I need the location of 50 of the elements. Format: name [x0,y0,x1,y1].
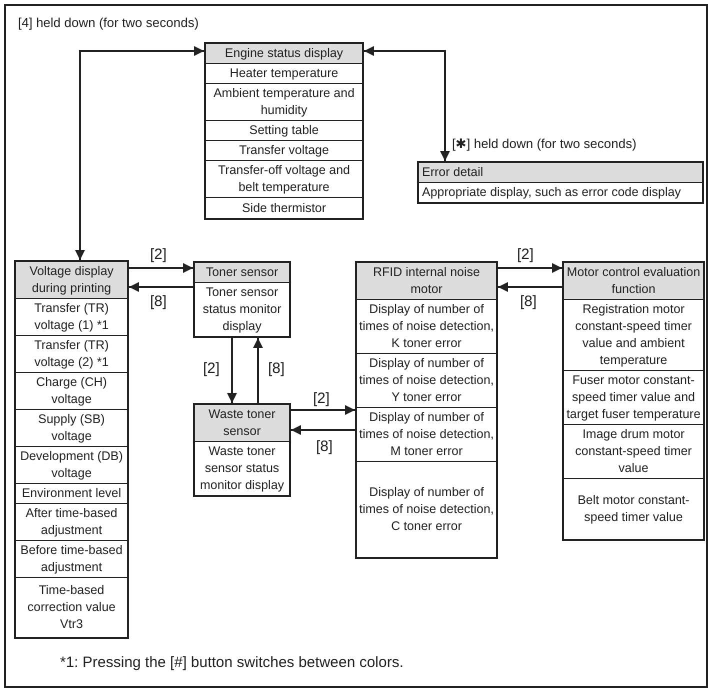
table-box [355,261,498,559]
table-box [417,161,704,204]
table-row: Development (DB) voltage [16,446,127,483]
edge-label: [2] [313,390,330,408]
table-row: Transfer (TR) voltage (1) *1 [16,298,127,335]
table-row: Fuser motor constant-speed timer value and target fuser temperature [564,370,703,424]
table-row: Transfer voltage [206,140,362,160]
arrow [291,425,355,435]
arrow [498,263,562,273]
edge-label: [2] [150,246,167,264]
table-box [193,261,291,338]
table-header: Motor control evaluation function [564,263,703,299]
table-row: Setting table [206,120,362,140]
arrow [75,46,204,260]
arrow [364,46,450,161]
edge-label: [2] [517,246,534,264]
table-row: Transfer (TR) voltage (2) *1 [16,335,127,372]
table-row: Heater temperature [206,63,362,83]
edge-label: [8] [268,360,285,378]
edge-label: [8] [520,293,537,311]
table-header: Waste toner sensor [195,405,289,441]
table-header: Toner sensor [195,263,289,282]
table-row: Appropriate display, such as error code display [419,182,702,202]
table-row: Waste toner sensor status monitor display [195,441,289,495]
table-row: Registration motor constant-speed timer value and ambient temperature [564,299,703,370]
table-row: Ambient temperature and humidity [206,83,362,120]
arrow [253,338,263,403]
arrow [227,338,237,403]
caption: *1: Pressing the [#] button switches between colors. [60,654,404,671]
table-box [204,42,364,220]
table-row: Transfer-off voltage and belt temperature [206,160,362,197]
table-row: Toner sensor status monitor display [195,282,289,336]
arrow [498,282,562,292]
edge-label: [8] [150,293,167,311]
table-row: Supply (SB) voltage [16,409,127,446]
arrow [129,282,193,292]
table-header: Voltage display during printing [16,262,127,298]
table-row: After time-based adjustment [16,503,127,540]
table-header: Error detail [419,163,702,182]
edge-label: [2] [203,360,220,378]
table-box [562,261,705,541]
table-box [14,260,129,639]
table-row: Before time-based adjustment [16,540,127,577]
table-box [193,403,291,497]
table-row: Charge (CH) voltage [16,372,127,409]
arrow [291,405,355,415]
table-header: Engine status display [206,44,362,63]
table-header: RFID internal noise motor [357,263,496,299]
arrow [129,263,193,273]
edge-label: [8] [316,438,333,456]
